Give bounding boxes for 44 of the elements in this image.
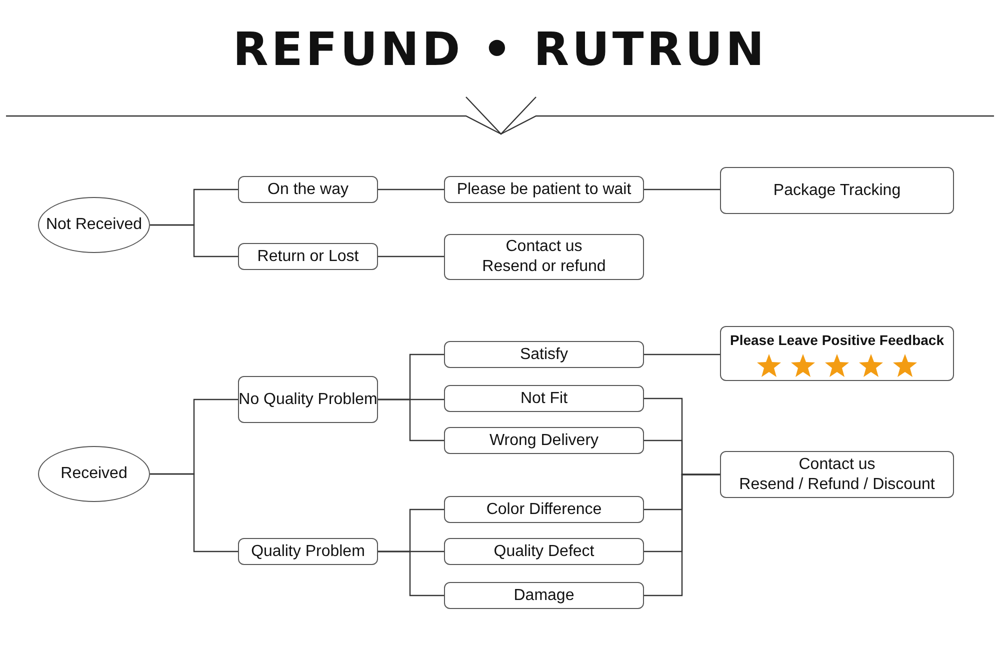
node-text: Damage [514, 586, 574, 606]
process-box [238, 243, 378, 270]
node-text: Return or Lost [257, 246, 359, 266]
process-box [720, 167, 954, 214]
process-box [444, 234, 644, 280]
node-text: Contact us [798, 454, 876, 474]
node-text: On the way [268, 180, 348, 200]
node-text: Color Difference [486, 500, 602, 520]
process-box [720, 326, 954, 381]
connector-line [378, 256, 444, 258]
process-box [444, 582, 644, 609]
connector-line [644, 354, 720, 356]
node-text: Quality Defect [494, 542, 594, 562]
node-text: Not Fit [520, 388, 568, 408]
process-box [444, 427, 644, 454]
node-text: Resend or refund [482, 257, 606, 277]
connector-line [150, 224, 238, 258]
node-text: Package Tracking [773, 180, 901, 200]
title: REFUND • RUTRUN [232, 22, 768, 76]
node-text: Received [60, 464, 128, 484]
node-text: Not Received [46, 215, 142, 235]
node-text: No Quality Problem [238, 390, 378, 410]
connector-line [378, 188, 444, 190]
connector-line [378, 550, 444, 596]
process-box [444, 496, 644, 523]
node-text: Quality Problem [251, 542, 365, 562]
process-box [238, 538, 378, 565]
node-text: Please be patient to wait [456, 180, 632, 200]
process-box [720, 451, 954, 498]
connector-line [150, 473, 238, 552]
node-text: Satisfy [520, 344, 568, 364]
connector-line [378, 398, 444, 442]
node-text: Please Leave Positive Feedback [730, 331, 944, 350]
process-box [444, 385, 644, 412]
process-box [444, 341, 644, 368]
connector-line [644, 188, 720, 190]
process-box [238, 376, 378, 423]
node-text: Wrong Delivery [489, 430, 599, 450]
process-box [238, 176, 378, 203]
node-text: Resend / Refund / Discount [739, 474, 935, 494]
process-box [444, 176, 644, 203]
connector-line [644, 474, 720, 596]
node-text: Contact us [506, 237, 582, 257]
process-box [444, 538, 644, 565]
